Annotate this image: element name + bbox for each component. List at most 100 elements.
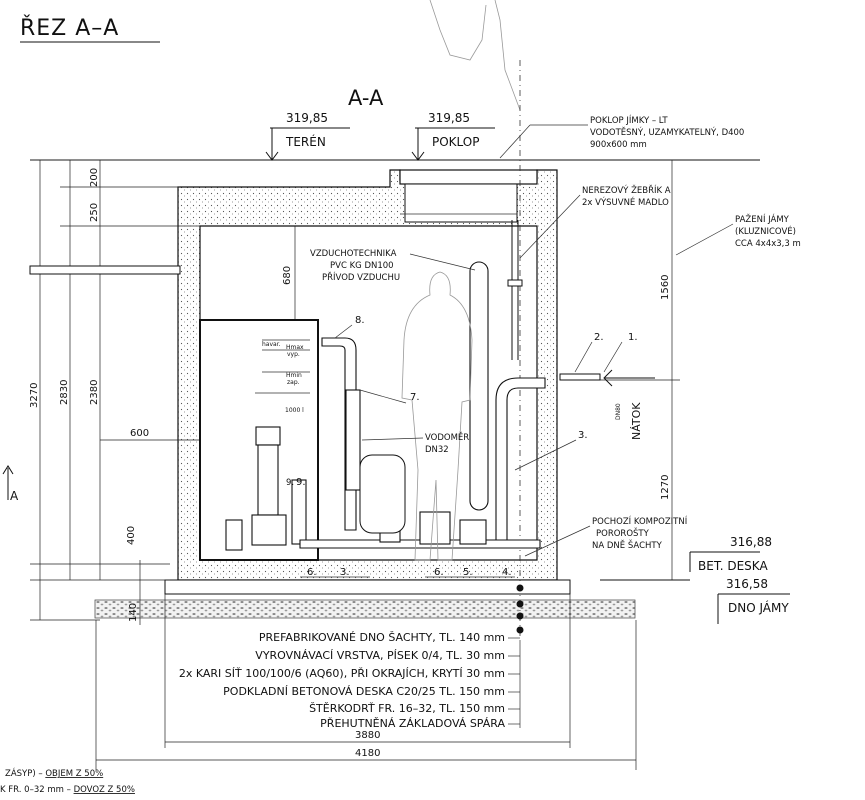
person-silhouette bbox=[401, 271, 473, 561]
callout-3b: 3. bbox=[340, 567, 350, 578]
inlet-label: NÁTOK DN80 bbox=[603, 369, 655, 440]
dim-400: 400 bbox=[126, 526, 137, 545]
dim-2830: 2830 bbox=[59, 380, 70, 405]
grating-note-line3: NA DNĚ ŠACHTY bbox=[592, 539, 663, 551]
footer-notes: ZÁSYP) – OBJEM Z 50% K FR. 0–32 mm – DOV… bbox=[0, 767, 135, 795]
pit-label: DNO JÁMY bbox=[728, 600, 789, 615]
ladder-note: NEREZOVÝ ŽEBŘÍK A 2x VÝSUVNÉ MADLO bbox=[519, 184, 671, 259]
air-note-line1: VZDUCHOTECHNIKA bbox=[310, 249, 397, 259]
grating-note: POCHOZÍ KOMPOZITNÍ POROROŠTY NA DNĚ ŠACH… bbox=[524, 515, 688, 557]
dim-3270: 3270 bbox=[29, 383, 40, 408]
shoring-note: PAŽENÍ JÁMY (KLUZNICOVÉ) CCA 4x4x3,3 m bbox=[675, 213, 801, 256]
tank-levels: havar. Hmax vyp. Hmin zap. 1000 l bbox=[255, 339, 310, 414]
callouts: 1. 2. 3. 8. 7. 9. 6. 3. 6. 5. 4. bbox=[296, 315, 638, 578]
pit-value: 316,58 bbox=[726, 577, 768, 591]
slab-value: 316,88 bbox=[730, 535, 772, 549]
dimension-chain-left: 3270 2830 2380 200 250 140 bbox=[29, 159, 200, 625]
callout-3a: 3. bbox=[578, 430, 588, 441]
terrain-label: TERÉN bbox=[285, 134, 326, 149]
dim-2380: 2380 bbox=[89, 380, 100, 405]
left-wall-pipe bbox=[29, 265, 181, 275]
inlet-text: NÁTOK bbox=[630, 402, 643, 440]
cover-note: POKLOP JÍMKY – LT VODOTĚSNÝ, UZAMYKATELN… bbox=[499, 114, 744, 159]
manhole-neck bbox=[404, 183, 518, 223]
layer-4: PODKLADNÍ BETONOVÁ DESKA C20/25 TL. 150 … bbox=[223, 685, 505, 698]
air-note: VZDUCHOTECHNIKA PVC KG DN100 PŘÍVOD VZDU… bbox=[310, 249, 476, 283]
ladder-note-line1: NEREZOVÝ ŽEBŘÍK A bbox=[582, 184, 671, 196]
layer-1: PREFABRIKOVANÉ DNO ŠACHTY, TL. 140 mm bbox=[259, 631, 505, 644]
svg-text:9.: 9. bbox=[286, 478, 294, 488]
cover-value: 319,85 bbox=[428, 111, 470, 125]
ladder bbox=[507, 220, 523, 360]
grating-note-line1: POCHOZÍ KOMPOZITNÍ bbox=[592, 515, 688, 527]
drawing-title: ŘEZ A–A bbox=[20, 15, 119, 41]
callout-9: 9. bbox=[296, 477, 306, 488]
air-note-line3: PŘÍVOD VZDUCHU bbox=[322, 271, 400, 283]
callout-8: 8. bbox=[355, 315, 365, 326]
gravel-bed bbox=[94, 599, 636, 619]
layer-5: ŠTĚRKODRŤ FR. 16–32, TL. 150 mm bbox=[309, 702, 505, 715]
meter-note-line1: VODOMĚR bbox=[425, 431, 469, 443]
dim-3880: 3880 bbox=[355, 730, 380, 741]
dimension-chain-bottom: 3880 4180 bbox=[95, 594, 637, 770]
footer-line1-prefix: ZÁSYP) – bbox=[5, 767, 45, 779]
callout-7: 7. bbox=[410, 392, 420, 403]
dim-1270: 1270 bbox=[660, 475, 671, 500]
shoring-note-line3: CCA 4x4x3,3 m bbox=[735, 239, 801, 249]
shoring-note-line1: PAŽENÍ JÁMY bbox=[735, 213, 790, 225]
dim-600: 600 bbox=[130, 428, 149, 439]
hmax-label: Hmax bbox=[286, 344, 304, 351]
cover-note-line3: 900x600 mm bbox=[590, 140, 647, 150]
meter-note-line2: DN32 bbox=[425, 445, 449, 455]
shoring-note-line2: (KLUZNICOVÉ) bbox=[735, 225, 796, 237]
cover-label: POKLOP bbox=[432, 135, 480, 149]
piping bbox=[299, 261, 601, 549]
meter-note: VODOMĚR DN32 bbox=[361, 431, 469, 455]
callout-1: 1. bbox=[628, 332, 638, 343]
footer-line2-link: DOVOZ Z 50% bbox=[74, 785, 135, 795]
section-label: A-A bbox=[348, 86, 384, 110]
layer-6: PŘEHUTNĚNÁ ZÁKLADOVÁ SPÁRA bbox=[320, 717, 505, 730]
manhole-cover bbox=[399, 169, 538, 185]
pump-unit: 9. bbox=[225, 426, 307, 551]
level-cover: 319,85 POKLOP bbox=[411, 111, 495, 161]
ladder-note-line2: 2x VÝSUVNÉ MADLO bbox=[582, 196, 669, 208]
slab-label: BET. DESKA bbox=[698, 559, 768, 573]
layer-2: VYROVNÁVACÍ VRSTVA, PÍSEK 0/4, TL. 30 mm bbox=[255, 649, 505, 662]
footer-line1-link: OBJEM Z 50% bbox=[45, 769, 103, 779]
callout-6b: 6. bbox=[434, 567, 444, 578]
base-slab bbox=[164, 579, 571, 595]
level-slab: 316,88 BET. DESKA bbox=[600, 535, 772, 581]
dim-250: 250 bbox=[89, 203, 100, 222]
grating-note-line2: POROROŠTY bbox=[596, 527, 650, 539]
tank-volume: 1000 l bbox=[285, 407, 304, 414]
callout-5: 5. bbox=[463, 567, 473, 578]
dim-200: 200 bbox=[89, 168, 100, 187]
dim-140: 140 bbox=[128, 603, 139, 622]
footer-line2-prefix: K FR. 0–32 mm – bbox=[0, 785, 74, 795]
layer-notes: PREFABRIKOVANÉ DNO ŠACHTY, TL. 140 mm VY… bbox=[179, 631, 521, 730]
hmin-label: Hmin bbox=[286, 372, 302, 379]
background-sketch bbox=[429, 0, 521, 111]
inlet-dn: DN80 bbox=[615, 403, 622, 420]
svg-text:ZÁSYP) – OBJEM Z 50%: ZÁSYP) – OBJEM Z 50% bbox=[5, 767, 103, 779]
callout-2: 2. bbox=[594, 332, 604, 343]
layer-3: 2x KARI SÍŤ 100/100/6 (AQ60), PŘI OKRAJÍ… bbox=[179, 667, 505, 680]
level-pit: 316,58 DNO JÁMY bbox=[717, 577, 790, 624]
level-terrain: 319,85 TERÉN bbox=[265, 111, 350, 161]
callout-4: 4. bbox=[502, 567, 512, 578]
svg-text:K FR. 0–32 mm – DOVOZ Z: K FR. 0–32 mm – DOVOZ Z 50% bbox=[0, 785, 135, 795]
hmax-sub: vyp. bbox=[287, 351, 300, 358]
dim-1560: 1560 bbox=[660, 275, 671, 300]
section-marker: A bbox=[2, 465, 19, 503]
callout-6a: 6. bbox=[307, 567, 317, 578]
hmin-sub: zap. bbox=[287, 379, 300, 386]
cover-note-line2: VODOTĚSNÝ, UZAMYKATELNÝ, D400 bbox=[590, 126, 744, 138]
air-note-line2: PVC KG DN100 bbox=[330, 261, 394, 271]
section-marker-text: A bbox=[10, 489, 19, 503]
hhavar-label: havar. bbox=[262, 341, 281, 348]
cover-note-line1: POKLOP JÍMKY – LT bbox=[590, 114, 668, 126]
dim-4180: 4180 bbox=[355, 748, 380, 759]
terrain-value: 319,85 bbox=[286, 111, 328, 125]
